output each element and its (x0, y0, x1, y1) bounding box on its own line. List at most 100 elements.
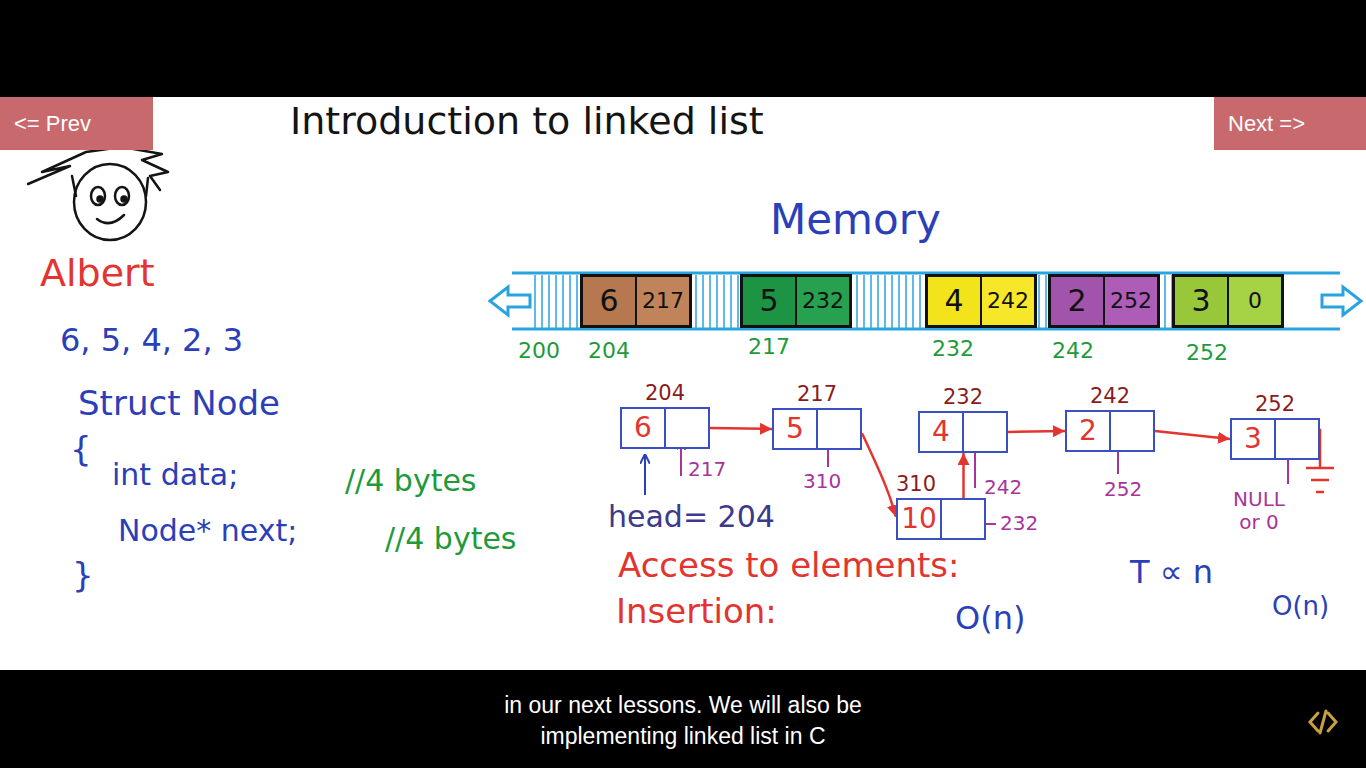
label-holder: } (72, 556, 94, 595)
pupil (122, 197, 127, 202)
label-holder: 217 (688, 458, 726, 481)
pointer-arrow (862, 433, 896, 517)
memory-cell: 5 (743, 277, 795, 325)
memory-value: 232 (802, 288, 844, 313)
node-address: 217 (772, 382, 862, 406)
node-data: 3 (1244, 423, 1262, 455)
pointer-arrow (1008, 431, 1065, 432)
node-data: 10 (901, 503, 937, 535)
video-subtitle: in our next lessons. We will also be imp… (504, 692, 862, 749)
memory-strip (490, 273, 1361, 329)
pointer-value: 242 (984, 475, 1022, 499)
node-data: 4 (932, 416, 950, 448)
memory-block: 5 232 (740, 274, 852, 328)
list-node: 2046 (620, 381, 710, 449)
label-holder: Memory (770, 196, 941, 244)
node-box: 5 (772, 408, 862, 450)
button-label: Next => (1228, 111, 1305, 136)
label-holder: 200 (518, 338, 560, 363)
note-heading: Insertion: (616, 591, 777, 631)
code-line: Struct Node (78, 383, 280, 423)
code-comment: //4 bytes (385, 521, 516, 556)
label-holder: 252 (1186, 340, 1228, 365)
head-pointer (644, 454, 646, 495)
memory-cell: 242 (980, 277, 1034, 325)
node-cell: 4 (920, 413, 962, 451)
label-holder: O(n) (1272, 592, 1329, 622)
label-holder: 217 (748, 334, 790, 359)
node-cell (940, 500, 984, 538)
memory-cell: 252 (1103, 277, 1157, 325)
memory-block: 2252 (1048, 274, 1160, 328)
value-list: 6, 5, 4, 2, 3 (60, 321, 243, 359)
channel-logo (1310, 711, 1336, 733)
node-cell (664, 409, 708, 447)
memory-value: 242 (987, 288, 1029, 313)
pointer-arrow (962, 453, 965, 498)
eye (115, 187, 129, 205)
node-cell: 10 (898, 500, 940, 538)
label-holder: Insertion: (616, 592, 777, 631)
pointer-arrow (710, 428, 772, 429)
address-label: 217 (748, 334, 790, 359)
code-brace: } (72, 555, 94, 595)
label-holder: O(n) (955, 600, 1025, 637)
slide-title: Introduction to linked list (290, 99, 764, 143)
memory-cell: 0 (1227, 277, 1281, 325)
label-holder: NULL or 0 (1222, 488, 1296, 534)
complexity-note: T ∝ n (1130, 553, 1213, 591)
node-box: 6 (620, 407, 710, 449)
memory-cell: 3 (1175, 277, 1227, 325)
memory-value: 0 (1248, 288, 1262, 313)
code-comment: //4 bytes (345, 463, 476, 498)
memory-cell: 6 (583, 277, 635, 325)
node-cell (1109, 412, 1153, 450)
eye (91, 187, 105, 205)
memory-heading: Memory (770, 195, 941, 244)
label-holder: { (70, 430, 92, 469)
memory-cell: 4 (928, 277, 980, 325)
label-holder: //4 bytes (345, 464, 476, 499)
memory-hatch (530, 275, 580, 328)
node-data: 2 (1079, 415, 1097, 447)
pointer-value: 232 (1000, 511, 1038, 535)
node-box: 2 (1065, 410, 1155, 452)
cartoon-face (28, 147, 168, 240)
smile (97, 215, 124, 223)
complexity-note: O(n) (955, 599, 1025, 637)
label-holder: 232 (1000, 512, 1038, 535)
node-cell (1274, 420, 1318, 458)
node-data: 5 (786, 413, 804, 445)
memory-value: 6 (599, 284, 618, 319)
node-cell (962, 413, 1006, 451)
pointer-value: 310 (803, 469, 841, 493)
node-box: 10 (896, 498, 986, 540)
label-holder: int data; (112, 458, 238, 493)
address-label: 204 (588, 338, 630, 363)
node-cell: 2 (1067, 412, 1109, 450)
label-holder: head= 204 (608, 500, 775, 535)
pointer-value: NULL or 0 (1233, 487, 1285, 534)
pointer-value: 252 (1104, 477, 1142, 501)
author-name: Albert (40, 251, 155, 295)
note-heading: Access to elements: (618, 545, 960, 585)
label-holder: Access to elements: (618, 546, 960, 585)
memory-value: 217 (642, 288, 684, 313)
label-holder: 310 (803, 470, 841, 493)
label-holder: //4 bytes (385, 522, 516, 557)
prev-button: <= Prev (0, 97, 153, 150)
address-label: 242 (1052, 338, 1094, 363)
memory-block: 6 217 (580, 274, 692, 328)
node-address: 204 (620, 381, 710, 405)
node-cell: 3 (1232, 420, 1274, 458)
memory-cell: 2 (1051, 277, 1103, 325)
node-address: 232 (918, 385, 1008, 409)
node-address: 252 (1230, 392, 1320, 416)
node-box: 4 (918, 411, 1008, 453)
memory-arrow (1322, 287, 1361, 315)
pointer-value: 217 (688, 457, 726, 481)
memory-value: 4 (944, 284, 963, 319)
label-holder: 242 (984, 476, 1022, 499)
face-outline (74, 164, 146, 240)
